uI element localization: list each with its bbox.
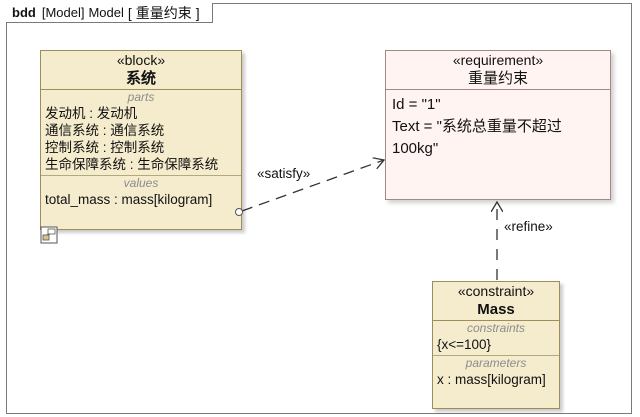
constraint-block-mass[interactable]: «constraint» Mass constraints {x<=100} p… [432, 281, 560, 409]
model-name: Model [88, 5, 124, 20]
requirement-text: Text = "系统总重量不超过 [392, 118, 562, 135]
part-property: 生命保障系统 : 生命保障系统 [45, 157, 219, 172]
requirement-stereotype: «requirement» [452, 52, 544, 68]
diagram-name-open-bracket: [ [127, 4, 132, 21]
parameters-compartment: parameters x : mass[kilogram] [433, 356, 559, 388]
requirement-id: Id = "1" [392, 96, 441, 113]
parameters-compartment-title: parameters [465, 356, 527, 370]
values-compartment-title: values [123, 176, 159, 190]
part-property: 发动机 : 发动机 [45, 106, 138, 121]
value-property-port [235, 208, 243, 216]
value-property: total_mass : mass[kilogram] [45, 192, 213, 207]
satisfy-relationship-line[interactable] [241, 160, 384, 212]
constraint-stereotype: «constraint» [457, 283, 535, 299]
block-stereotype: «block» [116, 52, 166, 68]
requirement-name: 重量约束 [467, 70, 528, 87]
constraints-compartment: constraints {x<=100} [433, 321, 559, 356]
diagram-name: 重量约束 [135, 4, 192, 21]
refine-label: «refine» [504, 219, 553, 234]
satisfy-label: «satisfy» [257, 166, 311, 181]
block-system[interactable]: «block» 系统 parts 发动机 : 发动机 通信系统 : 通信系统 控… [40, 50, 242, 230]
diagram-name-close-bracket: ] [195, 4, 200, 21]
requirement-weight-constraint[interactable]: «requirement» 重量约束 Id = "1" Text = "系统总重… [385, 50, 611, 200]
constraint-name: Mass [477, 301, 515, 318]
part-property: 控制系统 : 控制系统 [45, 140, 165, 155]
requirement-text-continued: 100kg" [392, 140, 439, 157]
parts-compartment-title: parts [127, 90, 155, 104]
block-name: 系统 [125, 70, 156, 87]
constraint-expression: {x<=100} [437, 337, 492, 352]
block-values-compartment: values total_mass : mass[kilogram] [41, 176, 241, 208]
diagram-frame [6, 3, 632, 414]
constraint-parameter: x : mass[kilogram] [437, 372, 546, 387]
diagram-frame-tab: bdd [Model] Model [ 重量约束 ] [6, 3, 213, 23]
block-parts-compartment: parts 发动机 : 发动机 通信系统 : 通信系统 控制系统 : 控制系统 … [41, 90, 241, 176]
diagram-kind: [Model] [41, 5, 85, 20]
block-diagram-icon [40, 226, 58, 244]
diagram-kind-keyword: bdd [12, 5, 36, 20]
constraints-compartment-title: constraints [466, 321, 526, 335]
part-property: 通信系统 : 通信系统 [45, 123, 165, 138]
